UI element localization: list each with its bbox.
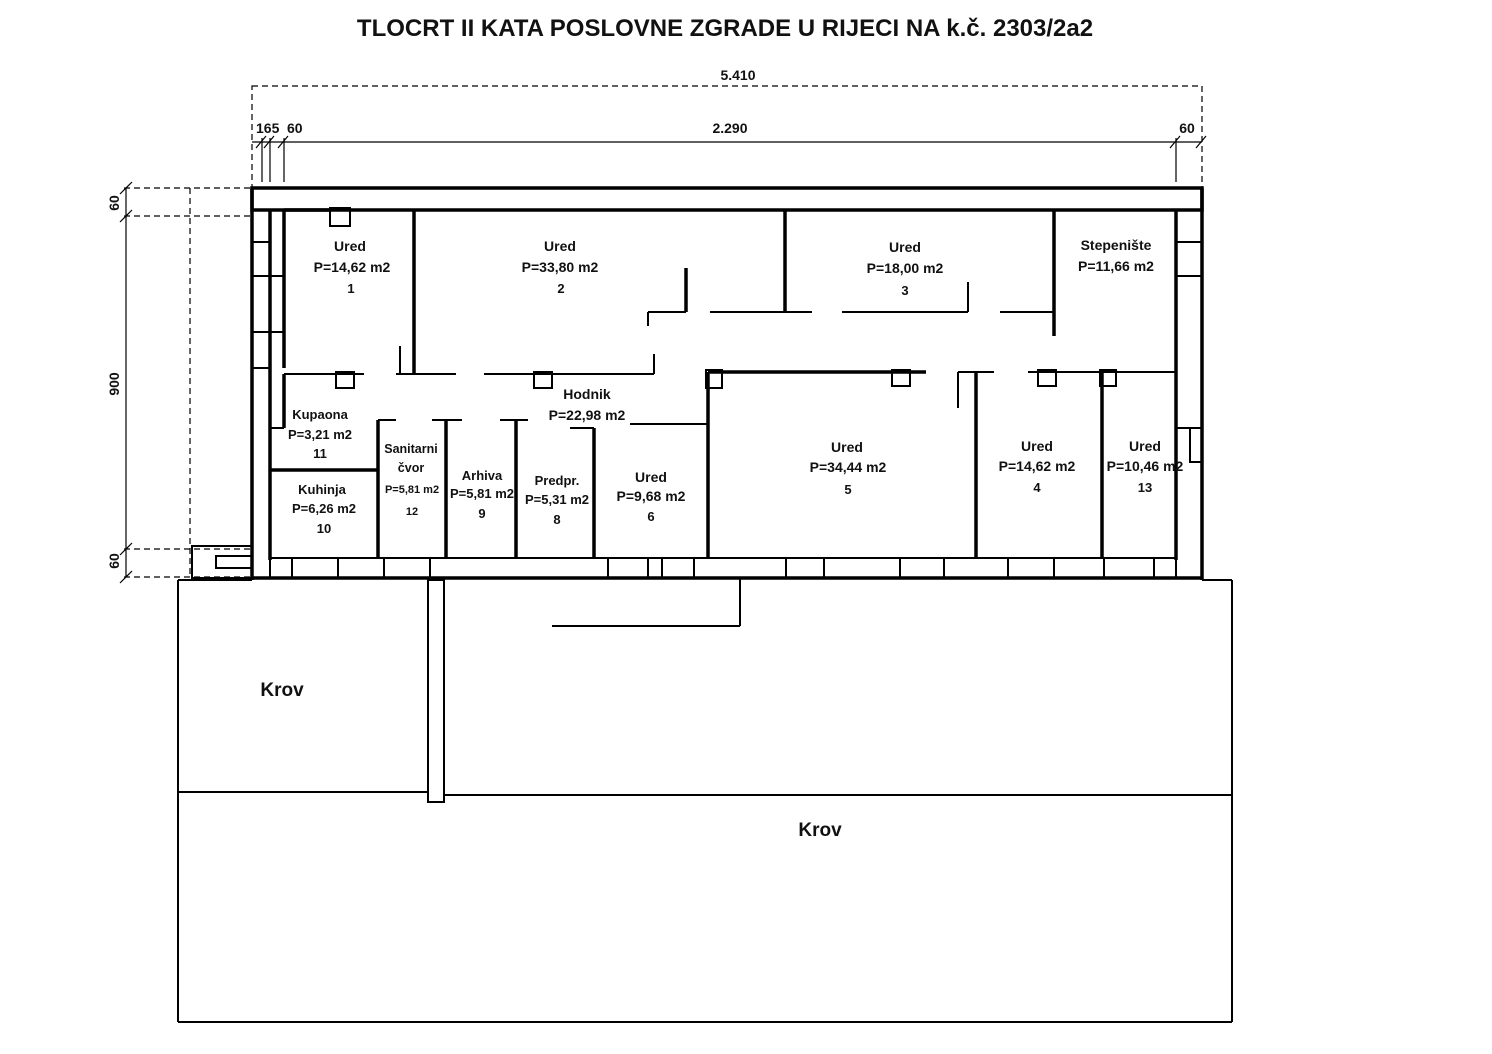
room-name: Ured [1129, 438, 1161, 454]
dimension-seg-middle: 2.290 [712, 120, 747, 136]
room-number: 12 [406, 506, 418, 518]
room-number: 13 [1138, 480, 1152, 495]
room-11: Kupaona P=3,21 m2 11 [288, 407, 352, 461]
room-name: Ured [889, 239, 921, 255]
room-6: Ured P=9,68 m2 6 [617, 469, 686, 524]
room-number: 2 [557, 281, 564, 296]
dimension-height-top: 60 [106, 195, 122, 211]
dimension-seg-left2: 60 [287, 120, 303, 136]
room-area: P=9,68 m2 [617, 488, 686, 504]
outer-walls [191, 186, 1204, 580]
room-area: P=10,46 m2 [1107, 458, 1184, 474]
room-1: Ured P=14,62 m2 1 [314, 238, 391, 296]
room-name: Ured [831, 439, 863, 455]
room-number: 11 [313, 446, 327, 461]
room-area: P=14,62 m2 [999, 458, 1076, 474]
roof-area: Krov Krov [177, 579, 1233, 1023]
plan-title: TLOCRT II KATA POSLOVNE ZGRADE U RIJECI … [357, 15, 1093, 42]
room-name: Hodnik [563, 386, 611, 402]
room-number: 8 [553, 512, 560, 527]
room-name: Kuhinja [298, 482, 346, 497]
room-3: Ured P=18,00 m2 3 [867, 239, 944, 298]
dimension-seg-right: 60 [1179, 120, 1195, 136]
room-stepeniste: Stepenište P=11,66 m2 [1078, 237, 1154, 274]
top-dimensions: 5.410 165 60 2.290 60 [251, 67, 1207, 189]
room-name-line2: čvor [398, 461, 425, 475]
room-number: 5 [844, 482, 851, 497]
room-name: Predpr. [535, 473, 580, 488]
room-name: Sanitarni [384, 442, 438, 456]
room-name: Stepenište [1081, 237, 1152, 253]
room-name: Ured [334, 238, 366, 254]
room-name: Ured [635, 469, 667, 485]
room-9: Arhiva P=5,81 m2 9 [450, 468, 514, 521]
room-area: P=5,81 m2 [385, 484, 439, 496]
room-number: 3 [901, 283, 908, 298]
room-2: Ured P=33,80 m2 2 [522, 238, 599, 296]
overall-dimension-box [251, 85, 1203, 189]
room-number: 6 [647, 509, 654, 524]
room-5: Ured P=34,44 m2 5 [810, 439, 887, 497]
room-area: P=6,26 m2 [292, 501, 356, 516]
dimension-height-main: 900 [106, 372, 122, 396]
room-number: 10 [317, 521, 331, 536]
room-area: P=33,80 m2 [522, 259, 599, 275]
dimension-height-bottom: 60 [106, 553, 122, 569]
roof-label-left: Krov [260, 680, 304, 701]
room-number: 9 [478, 506, 485, 521]
dimension-seg-left: 165 [256, 120, 280, 136]
left-dimensions: 60 900 60 [106, 181, 252, 584]
room-8: Predpr. P=5,31 m2 8 [525, 473, 589, 527]
room-10: Kuhinja P=6,26 m2 10 [292, 482, 356, 536]
interior-walls [270, 207, 1176, 627]
room-area: P=22,98 m2 [549, 407, 626, 423]
room-area: P=14,62 m2 [314, 259, 391, 275]
room-area: P=18,00 m2 [867, 260, 944, 276]
room-area: P=11,66 m2 [1078, 258, 1154, 274]
room-name: Arhiva [462, 468, 503, 483]
room-hodnik: Hodnik P=22,98 m2 [549, 386, 626, 423]
room-name: Kupaona [292, 407, 348, 422]
room-12: Sanitarni čvor P=5,81 m2 12 [384, 442, 439, 518]
room-13: Ured P=10,46 m2 13 [1107, 438, 1184, 495]
roof-label-bottom: Krov [798, 820, 842, 841]
dimension-total-width: 5.410 [720, 67, 755, 83]
room-name: Ured [1021, 438, 1053, 454]
room-number: 4 [1033, 480, 1041, 495]
room-name: Ured [544, 238, 576, 254]
room-area: P=5,31 m2 [525, 492, 589, 507]
room-area: P=34,44 m2 [810, 459, 887, 475]
room-4: Ured P=14,62 m2 4 [999, 438, 1076, 495]
room-number: 1 [347, 281, 354, 296]
room-area: P=3,21 m2 [288, 427, 352, 442]
room-area: P=5,81 m2 [450, 486, 514, 501]
